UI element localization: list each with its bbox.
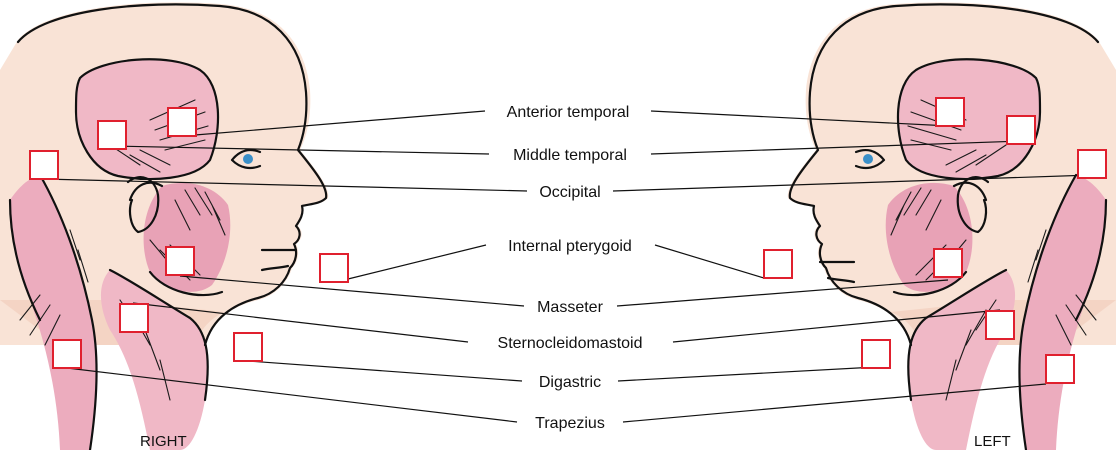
right-trapezius-muscle [10, 175, 97, 450]
right-jaw-outline [128, 181, 224, 297]
right-head-illustration [0, 2, 329, 450]
muscle-labels: Anterior temporal Middle temporal Occipi… [498, 104, 643, 432]
marker-left-trapezius [1045, 354, 1075, 384]
label-masseter: Masseter [537, 299, 603, 316]
marker-left-scm [985, 310, 1015, 340]
leader-anterior-temporal-left [650, 110, 951, 127]
left-ear-outline [956, 176, 990, 234]
palpation-markers [29, 97, 1107, 384]
right-temporalis-outline [74, 58, 220, 181]
side-label-left: LEFT [974, 433, 1011, 450]
side-label-right: RIGHT [140, 433, 187, 450]
marker-right-trapezius [52, 339, 82, 369]
left-eye-outline [854, 149, 886, 170]
right-eye-outline [230, 149, 262, 170]
marker-left-digastric [861, 339, 891, 369]
marker-right-digastric [233, 332, 263, 362]
leader-middle-temporal-right [111, 145, 490, 155]
label-occipital: Occipital [539, 184, 600, 201]
leader-scm-left [672, 309, 1001, 343]
label-middle-temporal: Middle temporal [513, 147, 627, 164]
leader-anterior-temporal-right [182, 110, 486, 137]
right-chin-line [260, 264, 290, 272]
right-neck-outline [8, 173, 209, 450]
marker-left-anterior-temporal [935, 97, 965, 127]
leader-lines [42, 110, 1093, 423]
marker-right-scm [119, 303, 149, 333]
left-chin-line [826, 276, 856, 284]
marker-right-middle-temporal [97, 120, 127, 150]
leader-trapezius-right [66, 367, 518, 423]
right-ear-outline [126, 176, 160, 234]
leader-occipital-left [612, 174, 1093, 192]
left-eye-iris [863, 154, 873, 164]
left-neck-outline [907, 173, 1108, 450]
left-temporalis-muscle [897, 59, 1040, 179]
marker-left-internal-pterygoid [763, 249, 793, 279]
label-trapezius: Trapezius [535, 415, 605, 432]
leader-internal-pterygoid-right [347, 244, 487, 280]
leader-scm-right [132, 302, 469, 343]
marker-right-internal-pterygoid [319, 253, 349, 283]
right-head-outline [16, 3, 328, 347]
right-eye-iris [243, 154, 253, 164]
marker-right-occipital [29, 150, 59, 180]
leader-internal-pterygoid-left [654, 244, 765, 279]
marker-right-anterior-temporal [167, 107, 197, 137]
marker-right-masseter [165, 246, 195, 276]
leader-digastric-right [247, 360, 523, 382]
leader-trapezius-left [622, 383, 1047, 423]
left-temporalis-outline [896, 58, 1042, 181]
leader-middle-temporal-left [650, 140, 1023, 155]
leader-digastric-left [617, 366, 877, 382]
marker-left-occipital [1077, 149, 1107, 179]
leader-masseter-left [616, 279, 949, 307]
left-head-outline [788, 3, 1100, 347]
marker-left-middle-temporal [1006, 115, 1036, 145]
label-sternocleidomastoid: Sternocleidomastoid [498, 335, 643, 352]
marker-left-masseter [933, 248, 963, 278]
label-digastric: Digastric [539, 374, 601, 391]
leader-occipital-right [42, 178, 528, 192]
left-trapezius-muscle [1019, 175, 1106, 450]
label-anterior-temporal: Anterior temporal [507, 104, 630, 121]
label-internal-pterygoid: Internal pterygoid [508, 238, 632, 255]
leader-masseter-right [179, 275, 525, 307]
